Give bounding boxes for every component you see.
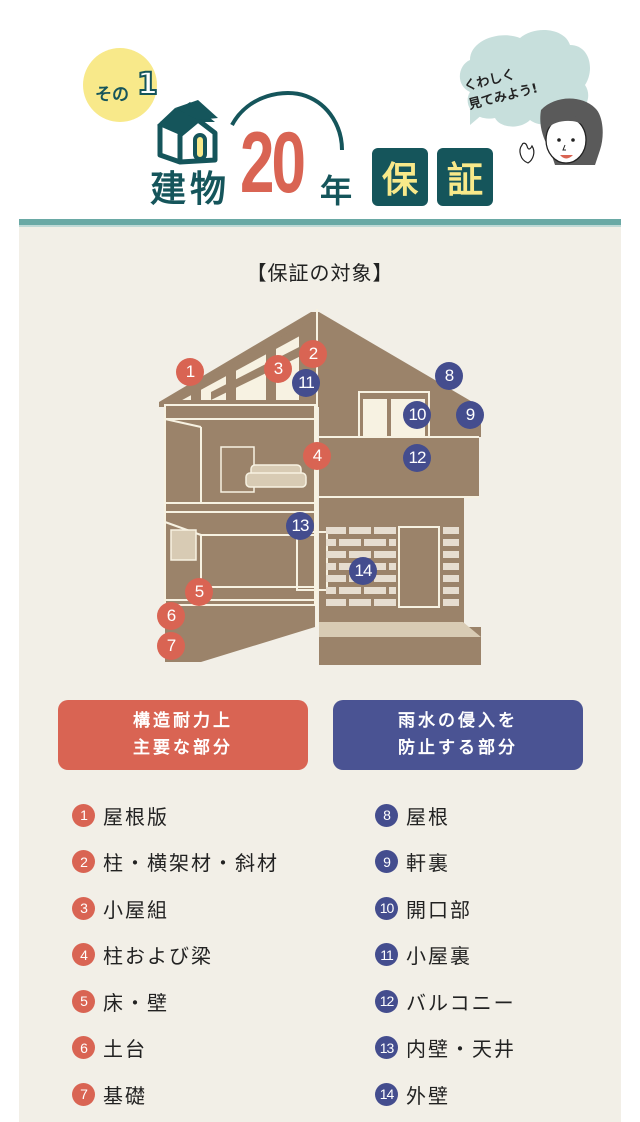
number-badge: 7 [72, 1082, 95, 1106]
list-item: 12 バルコニー [375, 978, 516, 1025]
list-item: 1 屋根版 [72, 792, 279, 839]
number-badge: 14 [375, 1082, 398, 1106]
header-banner: その 1 建物 20 年 保 証 くわしく 見てみよう! [0, 0, 640, 219]
item-label: 柱・横架材・斜材 [103, 851, 279, 876]
item-label: 屋根 [406, 804, 450, 829]
badge-guarantee-2: 証 [437, 148, 493, 206]
divider-bar-light [19, 225, 621, 227]
subject-title: 【保証の対象】 [246, 261, 394, 285]
category-structural: 構造耐力上 主要な部分 [58, 700, 308, 770]
sofa-icon [245, 464, 307, 488]
item-label: 内壁・天井 [406, 1037, 516, 1062]
list-item: 2 柱・横架材・斜材 [72, 839, 279, 886]
item-label: 小屋組 [103, 897, 169, 922]
category-water-line1: 雨水の侵入を [398, 711, 518, 731]
item-label: 床・壁 [103, 990, 169, 1015]
diagram-marker-13: 13 [286, 512, 314, 540]
number-badge: 11 [375, 943, 398, 967]
number-badge: 9 [375, 850, 398, 874]
house-cutaway-diagram [159, 309, 481, 665]
diagram-marker-1: 1 [176, 358, 204, 386]
header-illustration [157, 29, 603, 165]
diagram-marker-11: 11 [292, 369, 320, 397]
sono-circle-badge [83, 48, 157, 122]
diagram-marker-9: 9 [456, 401, 484, 429]
number-badge: 10 [375, 896, 398, 920]
item-label: 屋根版 [103, 804, 169, 829]
item-label: 軒裏 [406, 851, 450, 876]
sono-number: 1 [136, 67, 159, 102]
list-item: 3 小屋組 [72, 885, 279, 932]
woman-avatar-icon [519, 98, 603, 165]
number-badge: 2 [72, 850, 95, 874]
list-item: 5 床・壁 [72, 978, 279, 1025]
item-label: 土台 [103, 1037, 147, 1062]
number-badge: 8 [375, 803, 398, 827]
category-structural-line1: 構造耐力上 [133, 711, 233, 731]
list-item: 4 柱および梁 [72, 932, 279, 979]
category-structural-line2: 主要な部分 [133, 738, 233, 758]
list-item: 11 小屋裏 [375, 932, 516, 979]
diagram-marker-2: 2 [299, 340, 327, 368]
sono-label: その [95, 85, 129, 105]
water-items-list: 8 屋根 9 軒裏 10 開口部 11 小屋裏 12 バルコニー 13 内壁・天井 14 外壁 [375, 792, 516, 1118]
badge-guarantee-1: 保 [372, 148, 428, 206]
number-badge: 5 [72, 989, 95, 1013]
title-year-unit: 年 [320, 172, 353, 210]
item-label: 開口部 [406, 897, 472, 922]
category-water: 雨水の侵入を 防止する部分 [333, 700, 583, 770]
diagram-marker-10: 10 [403, 401, 431, 429]
list-item: 7 基礎 [72, 1071, 279, 1118]
number-badge: 6 [72, 1036, 95, 1060]
list-item: 6 土台 [72, 1025, 279, 1072]
item-label: 小屋裏 [406, 944, 472, 969]
item-label: 基礎 [103, 1083, 147, 1108]
number-badge: 3 [72, 896, 95, 920]
diagram-marker-3: 3 [264, 355, 292, 383]
diagram-marker-8: 8 [435, 362, 463, 390]
divider-bar [19, 219, 621, 225]
item-label: 柱および梁 [103, 944, 213, 969]
diagram-marker-4: 4 [303, 442, 331, 470]
number-badge: 12 [375, 989, 398, 1013]
list-item: 10 開口部 [375, 885, 516, 932]
title-building: 建物 [150, 169, 231, 210]
list-item: 14 外壁 [375, 1071, 516, 1118]
list-item: 13 内壁・天井 [375, 1025, 516, 1072]
number-badge: 1 [72, 803, 95, 827]
title-years-number: 20 [240, 115, 306, 211]
number-badge: 13 [375, 1036, 398, 1060]
diagram-marker-7: 7 [157, 632, 185, 660]
list-item: 9 軒裏 [375, 839, 516, 886]
coverage-panel: 【保証の対象】 [19, 227, 621, 1122]
item-label: バルコニー [406, 990, 516, 1015]
category-water-line2: 防止する部分 [398, 738, 518, 758]
diagram-marker-6: 6 [157, 602, 185, 630]
list-item: 8 屋根 [375, 792, 516, 839]
item-label: 外壁 [406, 1083, 450, 1108]
structural-items-list: 1 屋根版 2 柱・横架材・斜材 3 小屋組 4 柱および梁 5 床・壁 6 土台 7 基礎 [72, 792, 279, 1118]
diagram-marker-14: 14 [349, 557, 377, 585]
diagram-marker-5: 5 [185, 578, 213, 606]
number-badge: 4 [72, 943, 95, 967]
house-logo-icon [157, 100, 218, 165]
diagram-marker-12: 12 [403, 444, 431, 472]
